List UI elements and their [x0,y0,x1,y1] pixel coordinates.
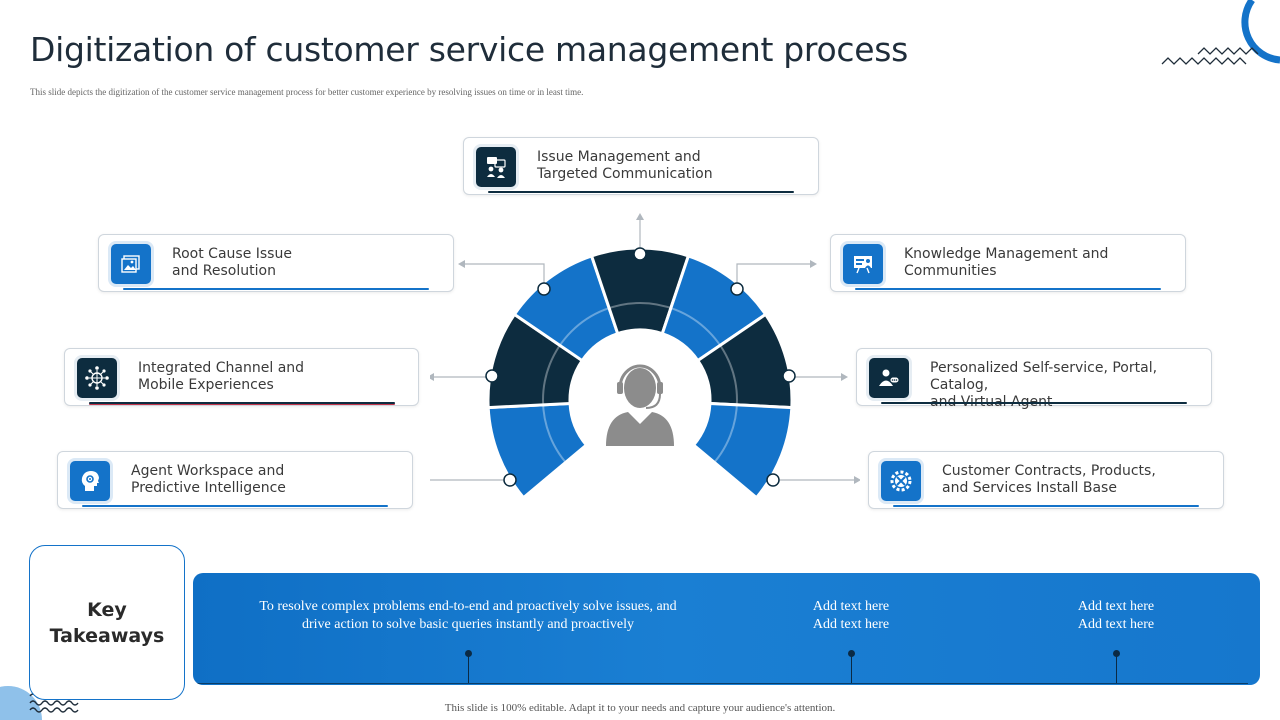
hub-segment [486,401,589,500]
card-underline [82,505,388,507]
tools-gear-icon [881,461,921,501]
agent-headset-icon [606,364,674,446]
timeline-stem [468,653,469,683]
card-underline [855,288,1161,290]
connector-lines [430,218,856,481]
takeaway-text-2: Add text here Add text here [812,599,890,632]
process-hub-diagram [430,213,860,500]
card-underline [89,402,395,404]
head-gear-icon [70,461,110,501]
image-gallery-icon [111,244,151,284]
card-underline [488,191,794,193]
key-takeaways-heading: Key Takeaways [49,598,165,647]
page-subtitle: This slide depicts the digitization of t… [30,87,584,97]
timeline-stem [1116,653,1117,683]
presentation-board-icon [843,244,883,284]
takeaway-text-1: To resolve complex problems end-to-end a… [259,599,677,632]
takeaway-text-3: Add text here Add text here [1077,599,1155,632]
chat-users-icon [476,147,516,187]
card-label: Customer Contracts, Products, and Servic… [942,463,1156,496]
card-label: Knowledge Management and Communities [904,246,1109,279]
card-integrated-channel: Integrated Channel and Mobile Experience… [64,348,419,406]
card-underline [123,288,429,290]
connector-nodes [485,247,796,487]
footer-note: This slide is 100% editable. Adapt it to… [444,702,836,714]
takeaways-banner: To resolve complex problems end-to-end a… [193,573,1260,685]
network-globe-icon [77,358,117,398]
card-root-cause: Root Cause Issue and Resolution [98,234,454,292]
card-personalized-self-service: Personalized Self-service, Portal, Catal… [856,348,1212,410]
hub-inner-ring [542,302,738,498]
card-knowledge-management: Knowledge Management and Communities [830,234,1186,292]
corner-decoration [1161,0,1280,65]
card-agent-workspace: Agent Workspace and Predictive Intellige… [57,451,413,509]
card-label: Integrated Channel and Mobile Experience… [138,360,305,393]
card-underline [881,402,1187,404]
card-customer-contracts: Customer Contracts, Products, and Servic… [868,451,1224,509]
key-takeaways-box: Key Takeaways [29,545,185,700]
card-underline [893,505,1199,507]
card-issue-management: Issue Management and Targeted Communicat… [463,137,819,195]
user-chat-icon [869,358,909,398]
card-label: Issue Management and Targeted Communicat… [537,149,713,182]
card-label: Root Cause Issue and Resolution [172,246,292,279]
card-label: Agent Workspace and Predictive Intellige… [131,463,286,496]
page-title: Digitization of customer service managem… [30,30,908,69]
connector-arrowheads [430,213,860,484]
timeline-baseline [193,683,1248,684]
timeline-stem [851,653,852,683]
